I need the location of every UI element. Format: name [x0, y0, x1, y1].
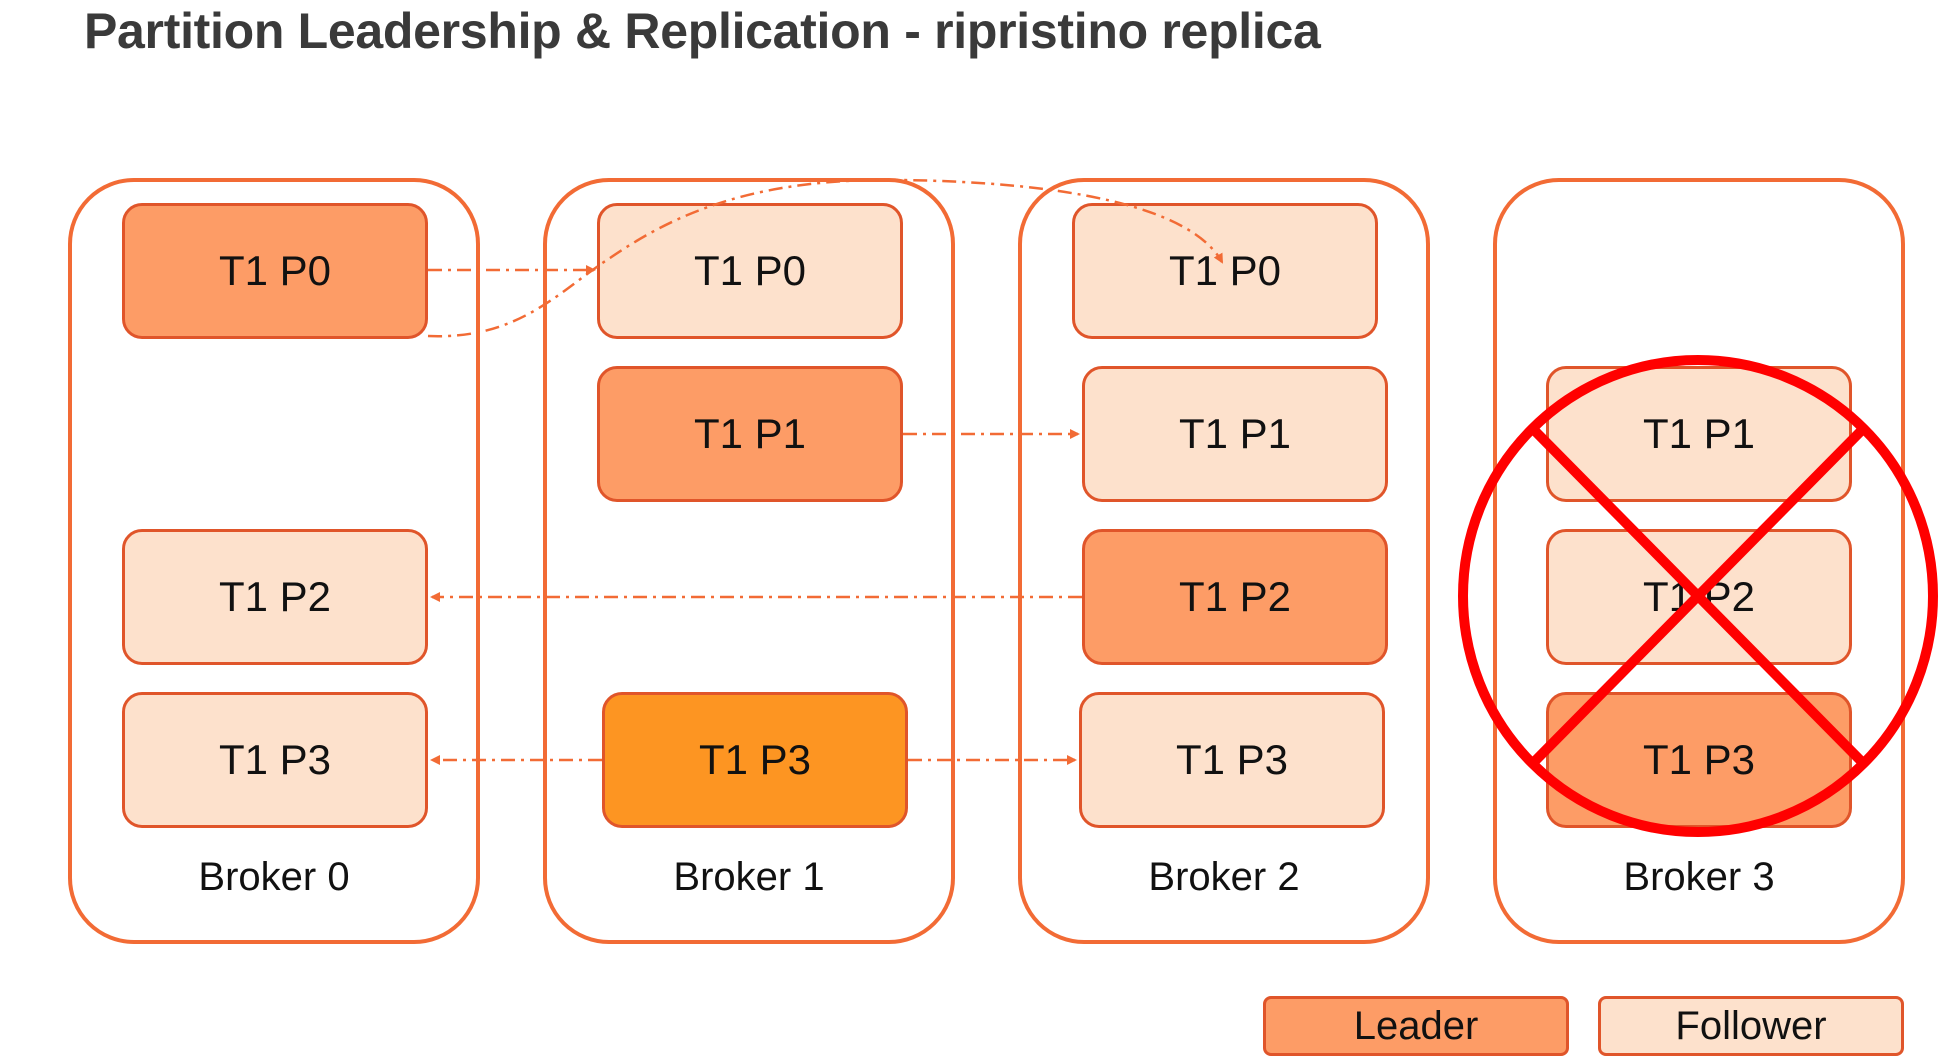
partition-b0-t1p3-follower: T1 P3 [122, 692, 428, 828]
partition-b1-t1p1-leader: T1 P1 [597, 366, 903, 502]
broker-1-box [543, 178, 955, 944]
broker-3-failure-mark [1458, 355, 1938, 837]
broker-1-label: Broker 1 [673, 855, 825, 899]
partition-b2-t1p0-follower: T1 P0 [1072, 203, 1378, 339]
broker-3-label: Broker 3 [1623, 855, 1775, 899]
partition-b0-t1p2-follower: T1 P2 [122, 529, 428, 665]
failure-cross-line-2 [1530, 426, 1866, 766]
partition-b0-t1p0-leader: T1 P0 [122, 203, 428, 339]
broker-0-label: Broker 0 [198, 855, 350, 899]
legend-leader: Leader [1263, 996, 1569, 1056]
partition-b1-t1p3-leader: T1 P3 [602, 692, 908, 828]
partition-b1-t1p0-follower: T1 P0 [597, 203, 903, 339]
diagram-title: Partition Leadership & Replication - rip… [84, 3, 1321, 59]
broker-2-label: Broker 2 [1148, 855, 1300, 899]
broker-3-box [1493, 178, 1905, 944]
failure-circle [1458, 355, 1938, 837]
legend-leader-label: Leader [1353, 1003, 1479, 1048]
legend-follower-label: Follower [1675, 1003, 1827, 1048]
broker-2-box [1018, 178, 1430, 944]
broker-0-box [68, 178, 480, 944]
legend-follower: Follower [1598, 996, 1904, 1056]
replication-arrow-p0-b0-to-b2 [427, 178, 1224, 338]
partition-b2-t1p1-follower: T1 P1 [1082, 366, 1388, 502]
partition-b2-t1p3-follower: T1 P3 [1079, 692, 1385, 828]
partition-b2-t1p2-leader: T1 P2 [1082, 529, 1388, 665]
